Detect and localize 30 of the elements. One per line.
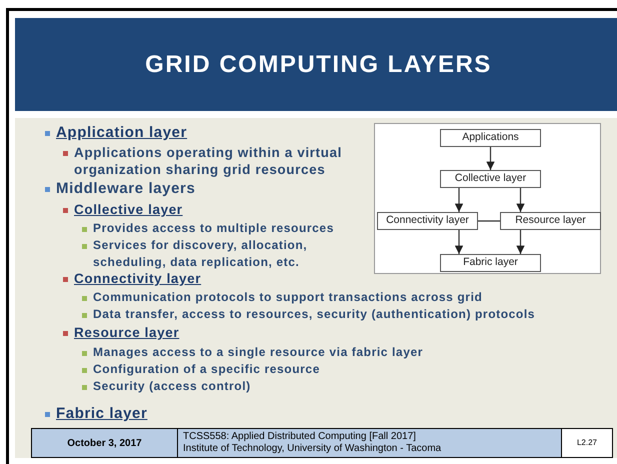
- arrow: [516, 230, 525, 254]
- layer-box: Connectivity layer: [377, 212, 478, 230]
- heading-link: Fabric layer: [56, 405, 148, 422]
- heading-link: Application layer: [56, 124, 188, 141]
- arrow: [486, 147, 495, 170]
- layer-box: Applications: [440, 129, 541, 147]
- bullet-text: Data transfer, access to resources, security (authentication) protocols: [93, 306, 536, 323]
- arrow: [454, 230, 464, 254]
- bullet-text: Security (access control): [93, 378, 251, 395]
- arrow: [516, 188, 525, 212]
- course-title: TCSS558: Applied Distributed Computing [Fall 2017]: [183, 431, 417, 443]
- bullet-text: Configuration of a specific resource: [93, 361, 320, 378]
- slide-title: GRID COMPUTING LAYERS: [145, 50, 492, 80]
- heading-link: Connectivity layer: [74, 270, 202, 287]
- arrow: [454, 188, 464, 212]
- page-number: L2.27: [562, 429, 612, 457]
- date-cell: October 3, 2017: [32, 429, 178, 457]
- institution-name: Institute of Technology, University of Washington - Tacoma: [183, 443, 442, 455]
- bullet-text: Manages access to a single resource via fabric layer: [93, 344, 424, 361]
- heading-link: Resource layer: [74, 324, 180, 341]
- bullet-text: Middleware layers: [56, 180, 196, 197]
- layer-box: Resource layer: [500, 212, 601, 230]
- connector-line: [478, 220, 500, 222]
- heading-link: Collective layer: [74, 201, 183, 218]
- bullet-text: Communication protocols to support transactions across grid: [93, 289, 482, 306]
- layer-box: Fabric layer: [440, 254, 541, 272]
- bullet-text: Provides access to multiple resources: [93, 220, 334, 237]
- bullet-text: Services for discovery, allocation, scheduling, data replication, etc.: [93, 237, 308, 271]
- layer-box: Collective layer: [440, 170, 541, 188]
- bullet-text: Applications operating within a virtual organization sharing grid resources: [74, 144, 343, 178]
